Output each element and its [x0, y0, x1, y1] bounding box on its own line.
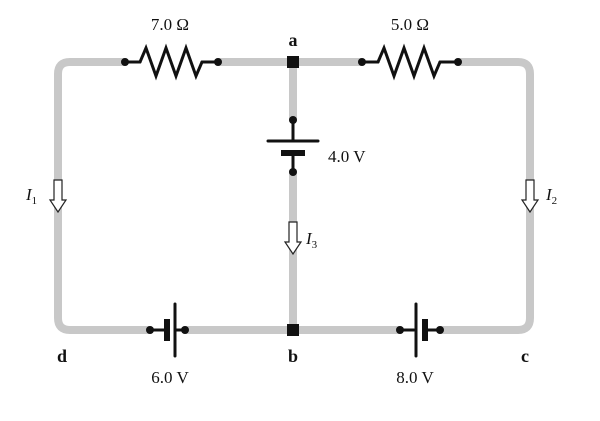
current-arrow-i3	[283, 221, 303, 256]
battery-middle-label: 4.0 V	[328, 147, 366, 166]
wires	[54, 58, 534, 334]
current-label-i3: I3	[305, 229, 318, 251]
battery-bottom-left-label: 6.0 V	[151, 368, 189, 387]
battery-bottom-right-label: 8.0 V	[396, 368, 434, 387]
resistor-right-label: 5.0 Ω	[391, 15, 429, 34]
node-label-b: b	[288, 346, 298, 366]
resistor-7-ohm	[121, 43, 222, 81]
current-label-i2: I2	[545, 185, 557, 207]
wire-right-loop	[436, 58, 534, 334]
junction-b	[287, 324, 299, 336]
battery-6v	[146, 302, 189, 358]
current-arrow-i1	[48, 179, 68, 214]
current-label-i1: I1	[25, 185, 37, 207]
junction-a	[287, 56, 299, 68]
battery-8v	[396, 302, 444, 358]
resistor-5-ohm	[358, 43, 462, 81]
node-label-a: a	[289, 30, 298, 50]
node-label-d: d	[57, 346, 67, 366]
node-label-c: c	[521, 346, 529, 366]
battery-4v	[266, 116, 320, 176]
wire-left-loop	[54, 58, 154, 334]
current-arrow-i2	[520, 179, 540, 214]
resistor-left-label: 7.0 Ω	[151, 15, 189, 34]
